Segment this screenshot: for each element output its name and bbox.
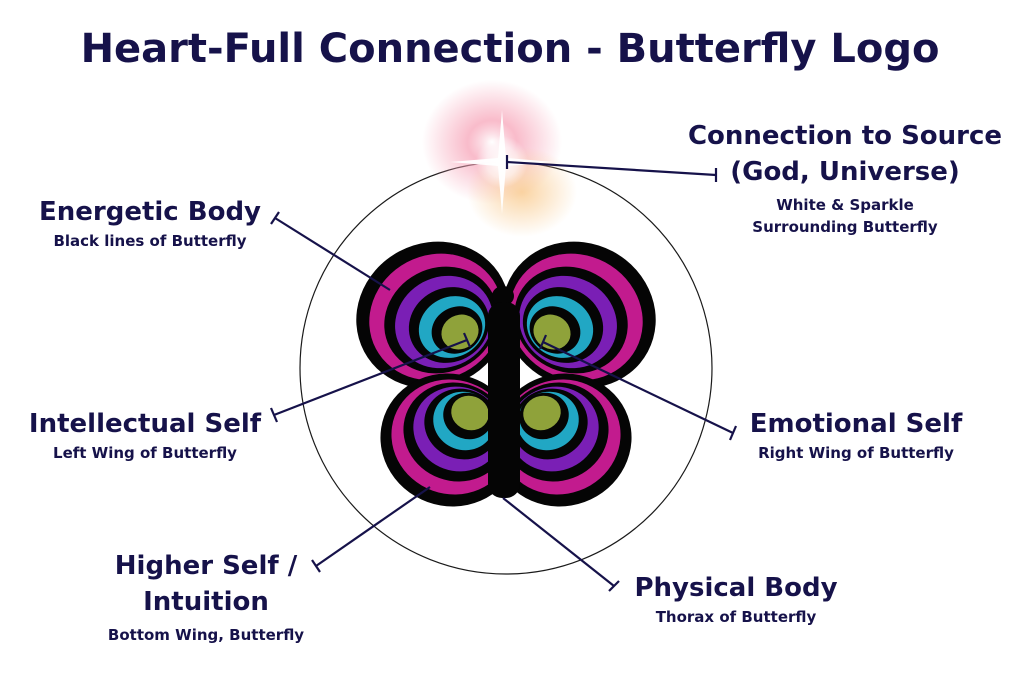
source-sub-line2: Surrounding Butterfly (752, 218, 938, 236)
emotional-title: Emotional Self (749, 409, 963, 439)
higher-title-line2: Intuition (143, 587, 269, 617)
label-source: Connection to Source (God, Universe) Whi… (660, 118, 1020, 238)
connector-intellectual (269, 332, 472, 423)
label-physical: Physical Body Thorax of Butterfly (622, 570, 850, 628)
intellectual-sub: Left Wing of Butterfly (53, 444, 237, 462)
connector-physical (502, 497, 620, 592)
emotional-sub: Right Wing of Butterfly (758, 444, 954, 462)
label-emotional: Emotional Self Right Wing of Butterfly (740, 406, 972, 464)
connector-emotional (538, 334, 738, 441)
page-title: Heart-Full Connection - Butterfly Logo (80, 26, 940, 72)
connector-higher (311, 486, 431, 573)
physical-sub: Thorax of Butterfly (655, 608, 817, 626)
connectors (269, 155, 738, 592)
source-sub-line1: White & Sparkle (776, 196, 914, 214)
left-lower-wing (380, 373, 520, 507)
source-title-line2: (God, Universe) (730, 157, 960, 187)
energetic-sub: Black lines of Butterfly (53, 232, 247, 250)
right-lower-wing (492, 373, 632, 507)
butterfly-head (492, 286, 514, 306)
physical-title: Physical Body (634, 573, 838, 603)
higher-title-line1: Higher Self / (114, 551, 298, 581)
energetic-title: Energetic Body (38, 197, 261, 227)
higher-sub: Bottom Wing, Butterfly (107, 626, 305, 644)
label-intellectual: Intellectual Self Left Wing of Butterfly (14, 406, 276, 464)
connector-energetic (270, 211, 391, 291)
source-title-line1: Connection to Source (687, 121, 1003, 151)
connector-source (505, 155, 718, 182)
butterfly (356, 241, 656, 507)
butterfly-thorax (488, 302, 520, 498)
intellectual-title: Intellectual Self (28, 409, 262, 439)
label-energetic: Energetic Body Black lines of Butterfly (20, 194, 280, 252)
sparkle-glow (422, 80, 577, 237)
right-upper-wing (502, 241, 656, 389)
label-higher: Higher Self / Intuition Bottom Wing, But… (90, 548, 322, 646)
